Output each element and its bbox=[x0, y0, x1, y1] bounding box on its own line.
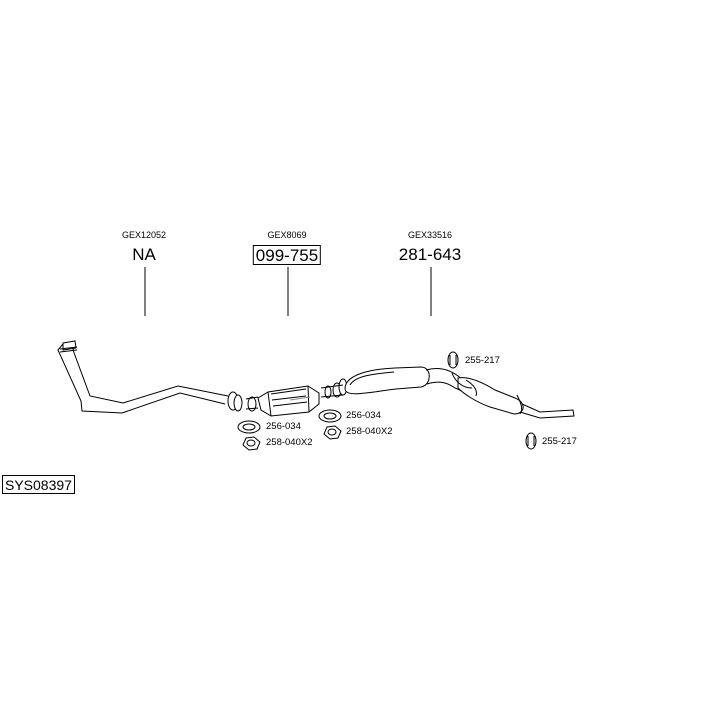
rear-silencer bbox=[451, 372, 575, 419]
middle-silencer bbox=[344, 366, 469, 395]
gasket-label-right: 256-034 bbox=[346, 410, 381, 421]
part-number-downpipe: NA bbox=[132, 245, 156, 264]
catalytic-converter bbox=[257, 385, 320, 417]
nut-icon-left bbox=[242, 436, 261, 451]
gasket-icon-right bbox=[318, 409, 342, 423]
oem-number-downpipe: GEX12052 bbox=[121, 230, 167, 240]
front-downpipe bbox=[57, 340, 229, 414]
rubber-mount-icon-top bbox=[447, 351, 459, 369]
mount-label-top: 255-217 bbox=[465, 355, 500, 366]
gasket-icon-left bbox=[237, 420, 261, 434]
gasket-label-left: 256-034 bbox=[266, 421, 301, 432]
flange-left bbox=[227, 391, 259, 412]
rubber-mount-icon-bottom bbox=[525, 432, 537, 450]
mount-label-bottom: 255-217 bbox=[542, 436, 577, 447]
part-number-catalyst: 099-755 bbox=[252, 245, 322, 265]
nut-label-left: 258-040X2 bbox=[266, 437, 313, 448]
part-number-silencer: 281-643 bbox=[398, 245, 462, 264]
system-code: SYS08397 bbox=[2, 475, 75, 494]
flange-right bbox=[320, 378, 348, 399]
nut-label-right: 258-040X2 bbox=[346, 426, 393, 437]
oem-number-silencer: GEX33516 bbox=[407, 230, 453, 240]
nut-icon-right bbox=[323, 425, 342, 440]
oem-number-catalyst: GEX8069 bbox=[267, 230, 307, 240]
